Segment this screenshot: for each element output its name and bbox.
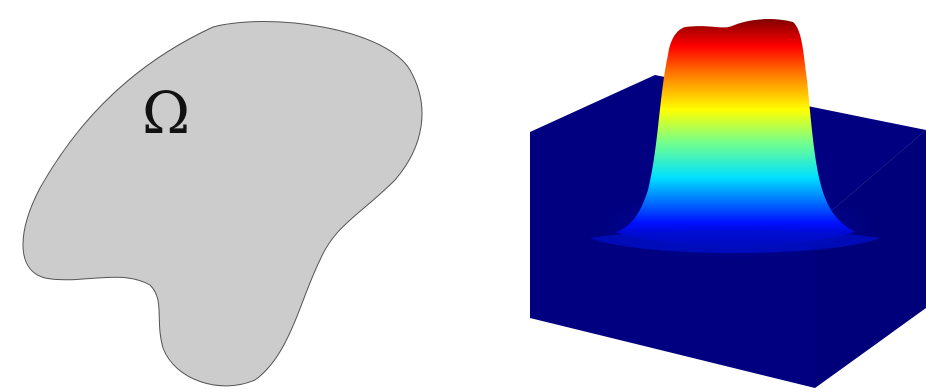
surface-peak <box>615 19 855 246</box>
surface-base <box>590 230 880 253</box>
surface-svg <box>530 19 926 388</box>
box-right-face <box>815 130 926 388</box>
domain-svg: Ω <box>22 21 423 387</box>
domain-label: Ω <box>142 79 190 147</box>
surface-figure <box>470 0 926 388</box>
domain-figure: Ω <box>22 21 423 387</box>
domain-region <box>22 21 423 387</box>
box-left-face <box>530 132 815 388</box>
